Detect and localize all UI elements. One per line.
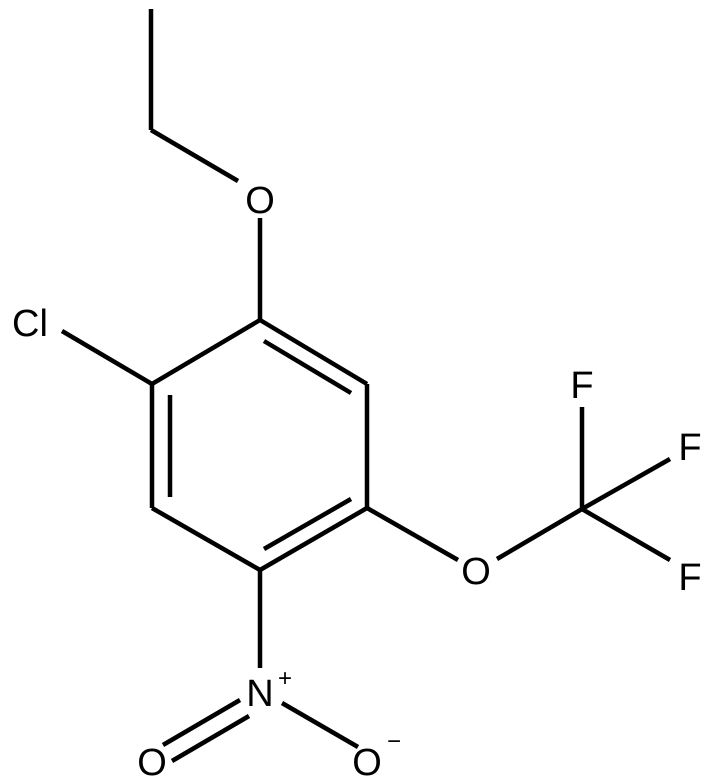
atom-label-nitro-o-single: O <box>352 742 382 784</box>
atom-label-nitro-n: N <box>246 673 273 715</box>
atom-label-ethoxy-o: O <box>245 180 275 222</box>
charge-plus: + <box>278 665 292 692</box>
atom-label-f-bottom: F <box>678 557 701 599</box>
atom-label-f-middle: F <box>678 427 701 469</box>
ring-bond-c4-c5 <box>150 506 262 572</box>
atom-label-nitro-o-double: O <box>137 742 167 784</box>
atom-label-f-top: F <box>570 365 593 407</box>
bond-o-cf3 <box>495 507 584 561</box>
bond-ring-o <box>365 506 460 562</box>
charge-minus: − <box>387 728 401 755</box>
ring-bond-c1-c2 <box>258 318 369 386</box>
ring-bond-c6-c1 <box>150 318 262 386</box>
ring-bond-c3-c4 <box>258 506 369 572</box>
bond-c-f-bottom <box>580 507 672 562</box>
bond-n-o-double-a <box>161 698 242 747</box>
atom-label-cl: Cl <box>12 303 48 345</box>
ring-bond-c3-c4-inner <box>262 497 353 551</box>
atom-label-ether-o: O <box>461 551 491 593</box>
ring-bond-c1-c2-inner <box>262 339 353 395</box>
bond-n-o-double-b <box>170 714 251 763</box>
bond-ring-cl <box>60 329 154 386</box>
bond-n-o-single <box>280 701 360 749</box>
bond-ethyl-ch2-o <box>149 128 240 183</box>
bond-c-f-middle <box>580 457 672 511</box>
